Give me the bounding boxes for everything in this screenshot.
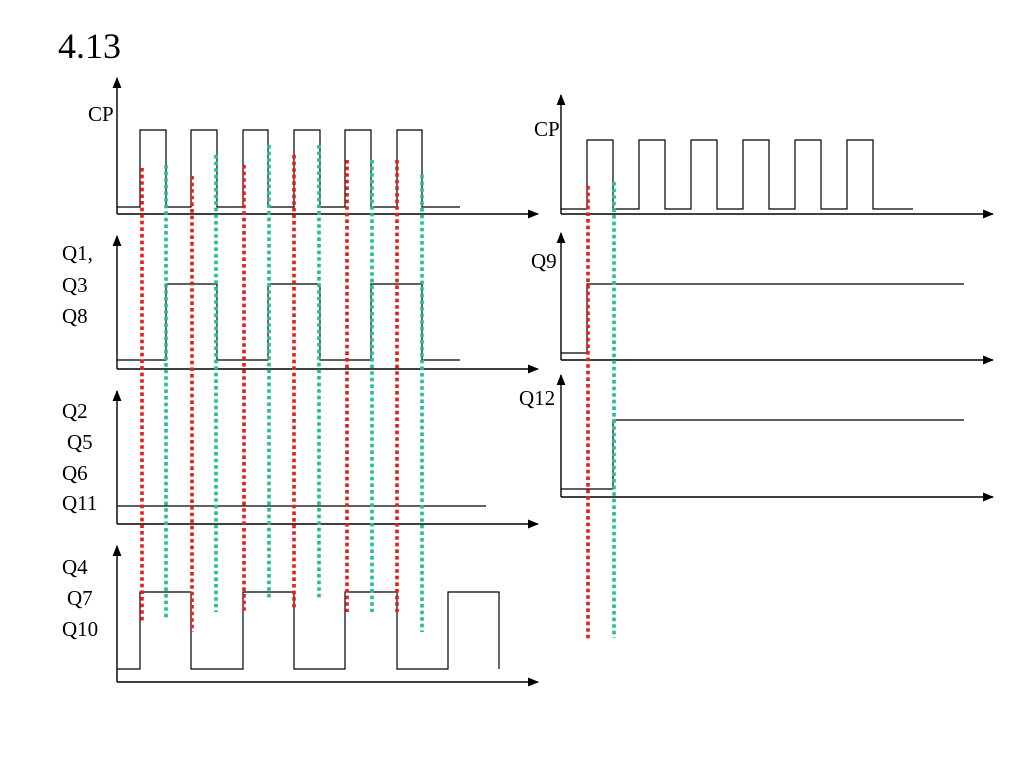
q4-q7-q10-waveform (117, 591, 500, 670)
q9-label: Q9 (531, 249, 557, 273)
cp-label-left: CP (88, 102, 114, 126)
q9-waveform (561, 283, 964, 354)
q3-label: Q3 (62, 273, 88, 297)
q12-waveform (561, 419, 964, 490)
q11-label: Q11 (62, 491, 98, 515)
cp-left-waveform (117, 129, 460, 208)
q7-label: Q7 (67, 586, 93, 610)
q1-q3-q8-waveform (117, 283, 460, 361)
q12-label: Q12 (519, 386, 556, 410)
q2-label: Q2 (62, 399, 88, 423)
q10-label: Q10 (62, 617, 99, 641)
cp-label-right: CP (534, 117, 560, 141)
figure-title: 4.13 (58, 26, 121, 66)
q8-label: Q8 (62, 304, 88, 328)
q6-label: Q6 (62, 461, 88, 485)
cp-right-waveform (561, 139, 913, 210)
q4-label: Q4 (62, 555, 88, 579)
q1-label: Q1, (62, 241, 93, 265)
q5-label: Q5 (67, 430, 93, 454)
